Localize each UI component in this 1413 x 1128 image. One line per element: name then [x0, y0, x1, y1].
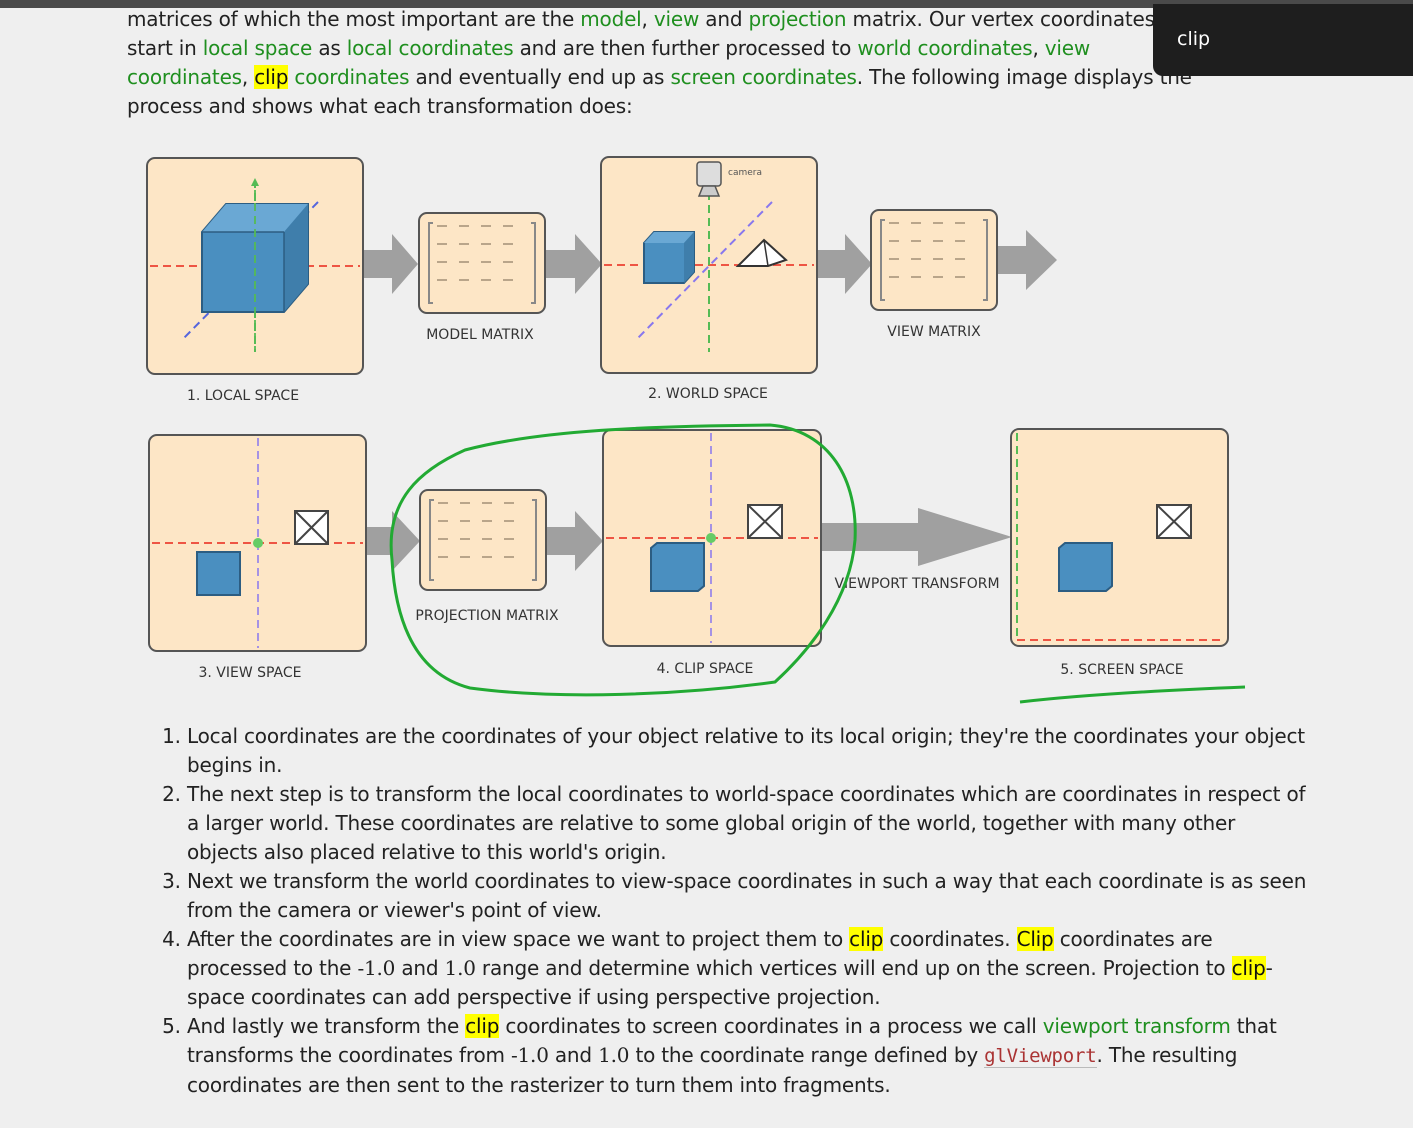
coordinate-systems-figure: 1. LOCAL SPACE MODEL MATRIX camera 2. WO… [0, 130, 1413, 710]
link-view-coordinates[interactable]: view coordinates [127, 36, 1091, 89]
label-clip-space: 4. CLIP SPACE [657, 661, 754, 677]
link-projection[interactable]: projection [748, 7, 847, 31]
word-tooltip: clip [1153, 4, 1413, 76]
label-projection-matrix: PROJECTION MATRIX [415, 608, 559, 624]
math-value: -1.0 [510, 1043, 549, 1067]
label-screen-space: 5. SCREEN SPACE [1060, 662, 1183, 678]
screen-space-panel [1010, 428, 1229, 647]
label-world-space: 2. WORLD SPACE [648, 386, 768, 402]
math-value: 1.0 [598, 1043, 630, 1067]
search-highlight: Clip [1016, 927, 1054, 951]
list-item: Next we transform the world coordinates … [187, 867, 1307, 925]
list-item: And lastly we transform the clip coordin… [187, 1012, 1307, 1100]
math-value: -1.0 [357, 956, 396, 980]
link-clip-coordinates[interactable]: coordinates [294, 65, 410, 89]
arrow-viewport-transform [821, 508, 1012, 566]
search-highlight: clip [465, 1014, 500, 1038]
list-item: The next step is to transform the local … [187, 780, 1307, 867]
link-screen-coordinates[interactable]: screen coordinates [670, 65, 857, 89]
label-view-matrix: VIEW MATRIX [887, 324, 981, 340]
link-local-space[interactable]: local space [202, 36, 313, 60]
list-item: After the coordinates are in view space … [187, 925, 1307, 1012]
link-model[interactable]: model [580, 7, 642, 31]
tooltip-text: clip [1177, 28, 1211, 50]
world-space-panel: camera [600, 156, 818, 374]
code-glviewport: glViewport [984, 1045, 1097, 1068]
label-local-space: 1. LOCAL SPACE [187, 388, 299, 404]
model-matrix-panel [418, 212, 546, 314]
view-matrix-panel [870, 209, 998, 311]
search-highlight: clip [1231, 956, 1266, 980]
label-viewport-transform: VIEWPORT TRANSFORM [834, 576, 999, 592]
label-view-space: 3. VIEW SPACE [198, 665, 301, 681]
arrow-world-to-view [818, 234, 872, 294]
top-bar [0, 0, 1413, 8]
arrow-view-to-projection [366, 511, 420, 571]
list-item: Local coordinates are the coordinates of… [187, 722, 1307, 780]
steps-list: Local coordinates are the coordinates of… [140, 722, 1307, 1100]
search-highlight: clip [254, 65, 289, 89]
link-view[interactable]: view [653, 7, 700, 31]
arrow-local-to-model [362, 234, 418, 294]
clip-space-panel [602, 429, 822, 647]
label-camera: camera [728, 168, 762, 178]
link-world-coordinates[interactable]: world coordinates [857, 36, 1033, 60]
annotation-underline-screen-space [1019, 685, 1246, 704]
annotation-circle-clip-space [389, 423, 857, 697]
coordinate-systems-diagram: 1. LOCAL SPACE MODEL MATRIX camera 2. WO… [146, 156, 1246, 704]
intro-paragraph: matrices of which the most important are… [127, 7, 1200, 118]
local-space-panel [146, 157, 364, 375]
view-space-panel [148, 434, 367, 652]
link-local-coordinates[interactable]: local coordinates [346, 36, 514, 60]
arrow-view-to-next [998, 230, 1057, 290]
arrow-projection-to-clip [547, 511, 603, 571]
label-model-matrix: MODEL MATRIX [426, 327, 534, 343]
projection-matrix-panel [419, 489, 547, 591]
math-value: 1.0 [444, 956, 476, 980]
search-highlight: clip [849, 927, 884, 951]
link-viewport-transform[interactable]: viewport transform [1042, 1014, 1231, 1038]
arrow-model-to-world [545, 234, 602, 294]
